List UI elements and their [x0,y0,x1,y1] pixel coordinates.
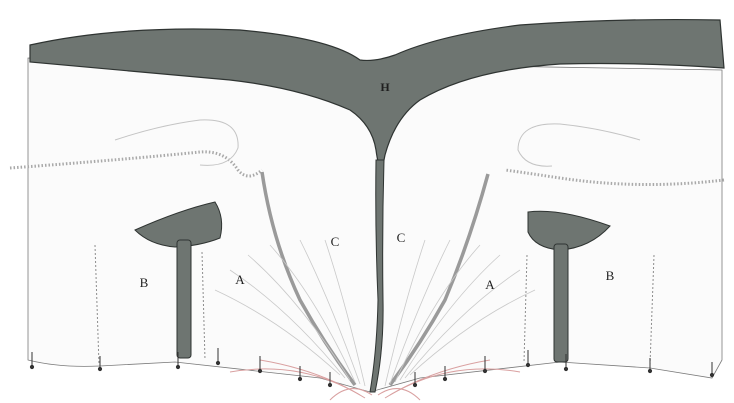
label-a-left: A [235,272,245,287]
label-a-right: A [485,277,495,292]
label-b-right: B [606,268,615,283]
label-h: H [380,80,390,94]
left-vertical-bar [177,240,191,358]
label-c-right: C [397,230,406,245]
label-b-left: B [140,275,149,290]
right-vertical-bar [554,244,568,362]
label-c-left: C [331,234,340,249]
